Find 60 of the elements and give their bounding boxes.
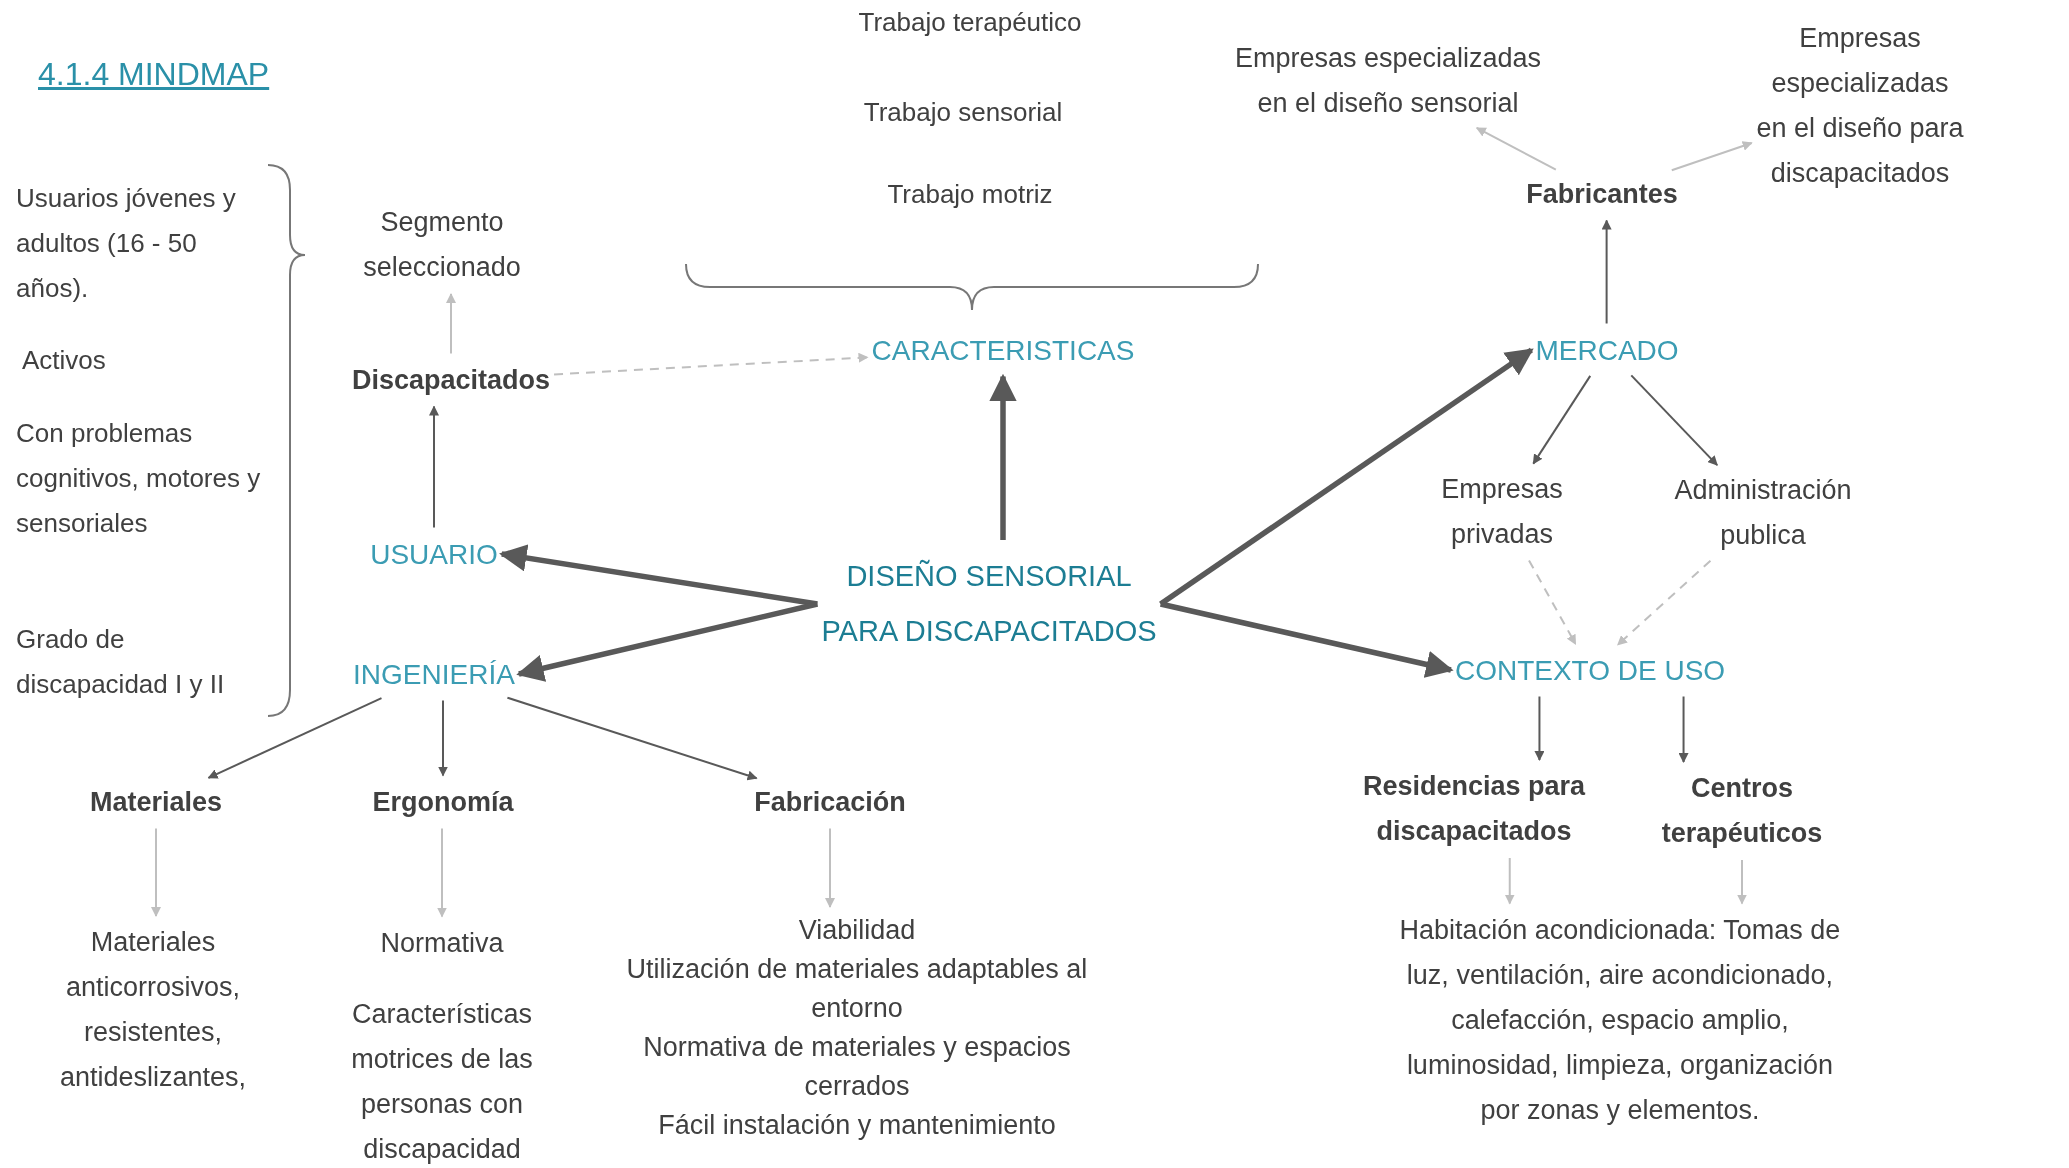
heading: 4.1.4 MINDMAP bbox=[38, 56, 270, 93]
arrow bbox=[437, 827, 447, 918]
arrow bbox=[989, 373, 1017, 540]
node-text: Normativa bbox=[380, 920, 504, 966]
subtopic: Fabricación bbox=[754, 779, 906, 825]
arrow bbox=[151, 827, 161, 917]
list-item: Utilización de materiales adaptables al entorno bbox=[625, 953, 1089, 1025]
branch-topic: USUARIO bbox=[370, 531, 498, 577]
branch-topic: INGENIERÍA bbox=[353, 651, 515, 697]
arrow bbox=[207, 697, 383, 779]
note-text: Trabajo sensorial bbox=[862, 96, 1064, 129]
note-text: Trabajo motriz bbox=[886, 178, 1054, 211]
subtopic: Residencias para discapacitados bbox=[1324, 764, 1624, 854]
central-topic: PARA DISCAPACITADOS bbox=[821, 614, 1157, 649]
arrow bbox=[446, 293, 456, 355]
arrow bbox=[825, 827, 835, 908]
node-text: Empresas privadas bbox=[1402, 467, 1602, 557]
note-text: Usuarios jóvenes y adultos (16 - 50 años). bbox=[16, 182, 237, 305]
subtopic: Discapacitados bbox=[351, 357, 551, 403]
arrow bbox=[429, 405, 439, 529]
dashed-arrow bbox=[1528, 559, 1577, 645]
dashed-arrow bbox=[553, 352, 869, 376]
arrow bbox=[1504, 857, 1515, 905]
list-item: Fácil instalación y mantenimiento bbox=[657, 1109, 1057, 1142]
list-item: Viabilidad bbox=[797, 914, 917, 947]
note-text: Activos bbox=[22, 344, 107, 377]
note-text: Trabajo terapéutico bbox=[857, 6, 1083, 39]
list-item: Normativa de materiales y espacios cerrados bbox=[642, 1031, 1072, 1103]
arrow bbox=[499, 544, 818, 607]
node-text: Segmento seleccionado bbox=[322, 200, 562, 290]
arrow bbox=[506, 696, 758, 781]
arrow bbox=[1534, 695, 1545, 761]
dashed-arrow bbox=[1616, 559, 1712, 646]
arrow bbox=[1670, 141, 1753, 172]
subtopic: Fabricantes bbox=[1526, 171, 1678, 217]
node-text: Administración publica bbox=[1643, 468, 1883, 558]
arrow bbox=[1159, 347, 1534, 607]
arrow bbox=[1630, 374, 1719, 467]
arrow bbox=[438, 699, 448, 777]
branch-topic: CONTEXTO DE USO bbox=[1454, 647, 1726, 693]
arrow bbox=[1737, 859, 1747, 905]
branch-topic: CARACTERISTICAS bbox=[871, 327, 1135, 373]
node-text: Empresas especializadas en el diseño sensorial bbox=[1218, 36, 1558, 126]
arrow bbox=[1532, 374, 1592, 465]
node-text: Habitación acondicionada: Tomas de luz, ventilación, aire acondicionado, calefacción, espacio amplio, luminosidad, limpieza, organización por zonas y elementos. bbox=[1395, 907, 1845, 1133]
branch-topic: MERCADO bbox=[1535, 327, 1679, 373]
node-text: Materiales anticorrosivos, resistentes, antideslizantes, bbox=[18, 920, 288, 1100]
note-text: Grado de discapacidad I y II bbox=[16, 623, 226, 701]
arrow bbox=[1475, 126, 1557, 171]
note-text: Con problemas cognitivos, motores y sensoriales bbox=[16, 417, 261, 540]
node-text: Empresas especializadas en el diseño para discapacitados bbox=[1755, 16, 1965, 196]
subtopic: Ergonomía bbox=[372, 779, 514, 825]
arrow bbox=[1160, 601, 1454, 678]
arrow bbox=[1601, 219, 1612, 325]
central-topic: DISEÑO SENSORIAL bbox=[845, 558, 1133, 594]
arrow bbox=[516, 601, 819, 682]
arrow bbox=[1678, 695, 1689, 763]
node-text: Características motrices de las personas con discapacidad bbox=[312, 992, 572, 1168]
subtopic: Materiales bbox=[89, 779, 223, 825]
subtopic: Centros terapéuticos bbox=[1642, 766, 1842, 856]
